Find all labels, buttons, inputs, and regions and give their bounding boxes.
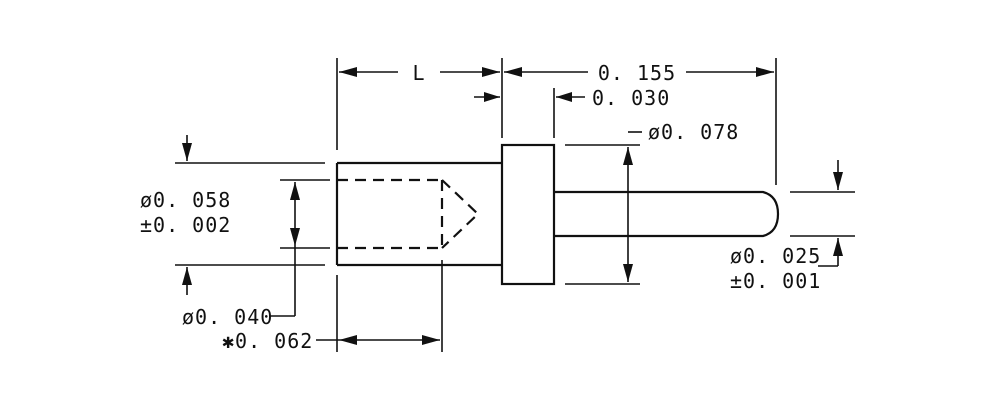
dim-overall-length: 0. 155 bbox=[504, 61, 774, 85]
dim-body-diameter: ø0. 058 ±0. 002 bbox=[140, 135, 231, 295]
dim-bore-diameter: ø0. 040 bbox=[182, 182, 300, 329]
dim-body-diameter-value: ø0. 058 bbox=[140, 188, 231, 212]
hidden-bore bbox=[337, 178, 480, 250]
dim-flange-thickness: 0. 030 bbox=[474, 86, 670, 110]
dim-bore-depth: ✱0. 062 bbox=[222, 329, 440, 353]
drill-point bbox=[441, 179, 480, 249]
dim-body-diameter-tolerance: ±0. 002 bbox=[140, 213, 231, 237]
dim-bore-depth-label: ✱0. 062 bbox=[222, 329, 313, 353]
dim-flange-thickness-label: 0. 030 bbox=[592, 86, 670, 110]
dim-overall-length-label: 0. 155 bbox=[598, 61, 676, 85]
part-outline bbox=[335, 143, 780, 286]
dim-bore-diameter-label: ø0. 040 bbox=[182, 305, 273, 329]
dim-flange-diameter: ø0. 078 bbox=[623, 120, 739, 282]
dim-length: L bbox=[339, 61, 500, 85]
dim-pin-diameter: ø0. 025 ±0. 001 bbox=[730, 160, 843, 293]
dim-pin-diameter-value: ø0. 025 bbox=[730, 244, 821, 268]
dim-length-label: L bbox=[412, 61, 425, 85]
flange bbox=[500, 143, 556, 286]
extension-lines bbox=[175, 58, 855, 352]
dim-flange-diameter-label: ø0. 078 bbox=[648, 120, 739, 144]
pin bbox=[554, 190, 780, 238]
dim-pin-diameter-tolerance: ±0. 001 bbox=[730, 269, 821, 293]
